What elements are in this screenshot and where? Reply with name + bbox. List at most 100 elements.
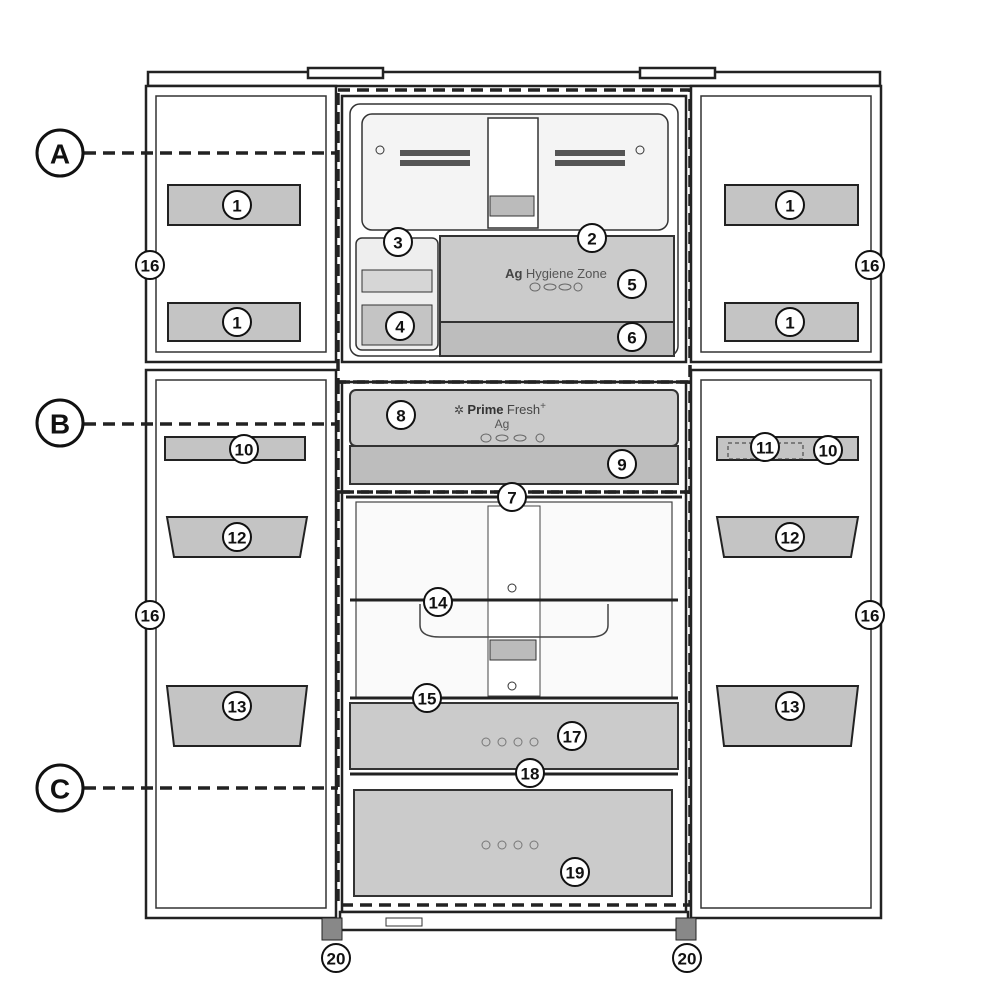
callout-number: 15 bbox=[418, 690, 437, 709]
hygiene-zone-label: Ag Hygiene Zone bbox=[505, 266, 607, 281]
lower-compartment: ✲ Prime Fresh+ Ag bbox=[340, 380, 688, 914]
callout-circle bbox=[557, 721, 587, 751]
callout-circle bbox=[222, 522, 252, 552]
callout-number: 1 bbox=[232, 197, 241, 216]
section-c-marker: C bbox=[35, 763, 85, 813]
callout-12: 12 bbox=[222, 522, 252, 552]
callout-number: 20 bbox=[327, 950, 346, 969]
prime-fresh-ag-label: Ag bbox=[495, 417, 510, 431]
callout-circle bbox=[813, 435, 843, 465]
callout-circle bbox=[222, 190, 252, 220]
leveling-foot bbox=[321, 917, 343, 941]
callout-number: 18 bbox=[521, 765, 540, 784]
callout-number: 20 bbox=[678, 950, 697, 969]
svg-text:C: C bbox=[50, 774, 70, 805]
callout-number: 9 bbox=[617, 456, 626, 475]
callout-number: 19 bbox=[566, 864, 585, 883]
callout-circle bbox=[672, 943, 702, 973]
callout-circle bbox=[607, 449, 637, 479]
callout-circle bbox=[750, 432, 780, 462]
callout-number: 7 bbox=[507, 489, 516, 508]
callout-circle bbox=[560, 857, 590, 887]
cabinet-base bbox=[338, 910, 690, 932]
callout-number: 16 bbox=[141, 257, 160, 276]
callout-11: 11 bbox=[750, 432, 780, 462]
section-a-marker: A bbox=[35, 128, 85, 178]
callout-circle bbox=[515, 758, 545, 788]
callout-circle bbox=[423, 587, 453, 617]
callout-circle bbox=[775, 307, 805, 337]
callout-number: 1 bbox=[232, 314, 241, 333]
callout-16: 16 bbox=[135, 600, 165, 630]
callout-circle bbox=[577, 223, 607, 253]
svg-text:A: A bbox=[50, 139, 70, 170]
callout-15: 15 bbox=[412, 683, 442, 713]
callout-number: 14 bbox=[429, 594, 448, 613]
leveling-foot bbox=[675, 917, 697, 941]
callout-13: 13 bbox=[775, 691, 805, 721]
callout-number: 16 bbox=[141, 607, 160, 626]
callout-number: 3 bbox=[393, 234, 402, 253]
callout-12: 12 bbox=[775, 522, 805, 552]
callout-1: 1 bbox=[222, 190, 252, 220]
callout-16: 16 bbox=[135, 250, 165, 280]
callout-circle bbox=[617, 269, 647, 299]
hinge-left-top bbox=[306, 66, 385, 80]
callout-18: 18 bbox=[515, 758, 545, 788]
cabinet-top bbox=[146, 70, 882, 88]
callout-1: 1 bbox=[775, 190, 805, 220]
callout-5: 5 bbox=[617, 269, 647, 299]
callout-circle bbox=[775, 190, 805, 220]
callout-number: 11 bbox=[756, 439, 774, 458]
callout-number: 2 bbox=[587, 230, 596, 249]
callout-circle bbox=[775, 691, 805, 721]
callout-7: 7 bbox=[497, 482, 527, 512]
callout-circle bbox=[135, 600, 165, 630]
hinge-right-top bbox=[638, 66, 717, 80]
callout-circle bbox=[497, 482, 527, 512]
callout-number: 12 bbox=[228, 529, 247, 548]
callout-8: 8 bbox=[386, 400, 416, 430]
callout-19: 19 bbox=[560, 857, 590, 887]
callout-2: 2 bbox=[577, 223, 607, 253]
callout-10: 10 bbox=[229, 434, 259, 464]
callout-number: 8 bbox=[396, 407, 405, 426]
callout-9: 9 bbox=[607, 449, 637, 479]
callout-number: 10 bbox=[235, 441, 254, 460]
callout-number: 13 bbox=[228, 698, 247, 717]
callout-circle bbox=[855, 250, 885, 280]
section-b-marker: B bbox=[35, 398, 85, 448]
produce-icons bbox=[481, 737, 539, 850]
drawer-19[interactable] bbox=[353, 789, 673, 897]
callout-1: 1 bbox=[222, 307, 252, 337]
callout-3: 3 bbox=[383, 227, 413, 257]
callout-number: 17 bbox=[563, 728, 582, 747]
callout-10: 10 bbox=[813, 435, 843, 465]
callout-circle bbox=[135, 250, 165, 280]
food-icons bbox=[480, 433, 545, 443]
callout-circle bbox=[383, 227, 413, 257]
left-bottom-door bbox=[144, 368, 338, 920]
callout-circle bbox=[229, 434, 259, 464]
callout-circle bbox=[222, 691, 252, 721]
callout-1: 1 bbox=[775, 307, 805, 337]
callout-number: 12 bbox=[781, 529, 800, 548]
callout-17: 17 bbox=[557, 721, 587, 751]
callout-16: 16 bbox=[855, 600, 885, 630]
callout-14: 14 bbox=[423, 587, 453, 617]
callout-number: 10 bbox=[819, 442, 838, 461]
callout-number: 1 bbox=[785, 314, 794, 333]
callout-circle bbox=[222, 307, 252, 337]
right-bottom-door bbox=[689, 368, 883, 920]
callout-number: 16 bbox=[861, 607, 880, 626]
callout-16: 16 bbox=[855, 250, 885, 280]
callout-6: 6 bbox=[617, 322, 647, 352]
svg-text:B: B bbox=[50, 409, 70, 440]
callout-20: 20 bbox=[672, 943, 702, 973]
callout-circle bbox=[855, 600, 885, 630]
drawer-17[interactable] bbox=[349, 702, 679, 770]
callout-number: 1 bbox=[785, 197, 794, 216]
callout-20: 20 bbox=[321, 943, 351, 973]
